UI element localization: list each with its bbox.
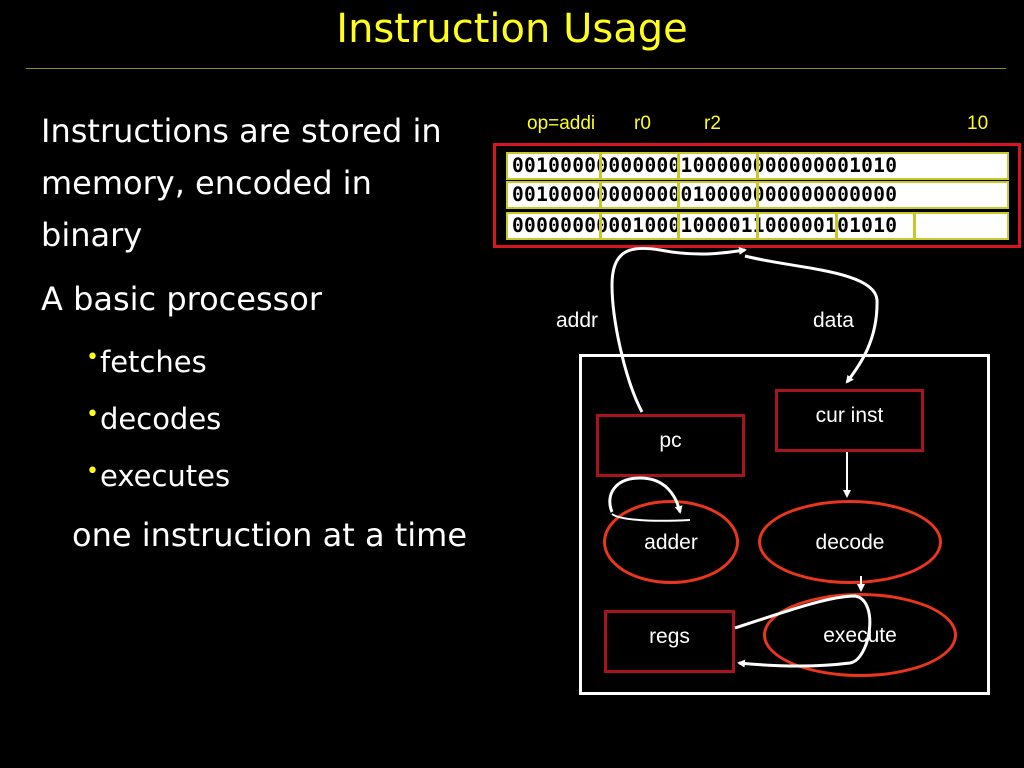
bullet-dot-icon: • (86, 345, 99, 370)
data-label: data (813, 309, 854, 332)
slide-title: Instruction Usage (336, 6, 688, 52)
bullet-dot-icon: • (86, 459, 99, 484)
addr-wire (610, 246, 747, 413)
bullet-basic-processor: A basic processor (41, 280, 323, 318)
cur-inst-register: cur inst (775, 389, 924, 452)
bullet-stored-line-2: memory, encoded in (41, 164, 372, 202)
cpu-block (579, 354, 990, 695)
cur-inst-label: cur inst (815, 404, 884, 427)
field-separator (756, 152, 759, 180)
regs-execute-loop (734, 594, 872, 668)
bullet-stored-line-3: binary (41, 216, 143, 254)
field-separator (756, 181, 759, 209)
field-separator (599, 152, 602, 180)
decode-unit: decode (758, 500, 942, 584)
sub-bullet-label: fetches (100, 345, 207, 379)
field-separator (677, 152, 680, 180)
field-label-rs: r0 (634, 113, 651, 134)
addr-label: addr (556, 309, 599, 332)
field-separator (677, 181, 680, 209)
decode-label: decode (815, 531, 885, 554)
field-label-rt: r2 (704, 113, 721, 134)
field-separator (599, 212, 602, 240)
data-wire (744, 254, 879, 384)
execute-label: execute (823, 624, 897, 647)
regs-register: regs (604, 610, 735, 673)
field-separator (677, 212, 680, 240)
adder-unit: adder (603, 500, 739, 584)
field-label-op: op=addi (527, 113, 596, 134)
memory-row-bits: 00100000000000100000000000001010 (512, 154, 898, 177)
pc-label: pc (659, 429, 682, 452)
memory-block: 00100000000000100000000000001010 0010000… (493, 143, 1021, 248)
pc-adder-loop (608, 476, 683, 514)
field-separator (913, 212, 916, 240)
bullet-list: Instructions are stored in memory, encod… (41, 104, 511, 326)
field-separator (835, 212, 838, 240)
sub-bullet-label: executes (100, 459, 231, 493)
regs-label: regs (649, 625, 690, 648)
memory-row-bits: 00000000001000100001100000101010 (512, 214, 898, 237)
pc-register: pc (596, 414, 745, 477)
sub-bullet-label: decodes (100, 402, 222, 436)
memory-row: 00000000001000100001100000101010 (506, 212, 1009, 240)
execute-unit: execute (763, 593, 957, 677)
memory-row: 00100000000000010000000000000000 (506, 181, 1009, 209)
title-divider (26, 68, 1006, 69)
field-separator (599, 181, 602, 209)
memory-row-bits: 00100000000000010000000000000000 (512, 183, 898, 206)
bullet-dot-icon: • (86, 402, 99, 427)
field-label-imm: 10 (967, 113, 989, 134)
sub-bullet-executes: • executes (86, 459, 231, 493)
adder-label: adder (644, 531, 698, 554)
memory-row: 00100000000000100000000000001010 (506, 152, 1009, 180)
sub-bullet-fetches: • fetches (86, 345, 207, 379)
bullet-stored-line-1: Instructions are stored in (41, 112, 442, 150)
sub-bullet-decodes: • decodes (86, 402, 222, 436)
one-at-a-time-text: one instruction at a time (72, 516, 468, 554)
field-separator (756, 212, 759, 240)
